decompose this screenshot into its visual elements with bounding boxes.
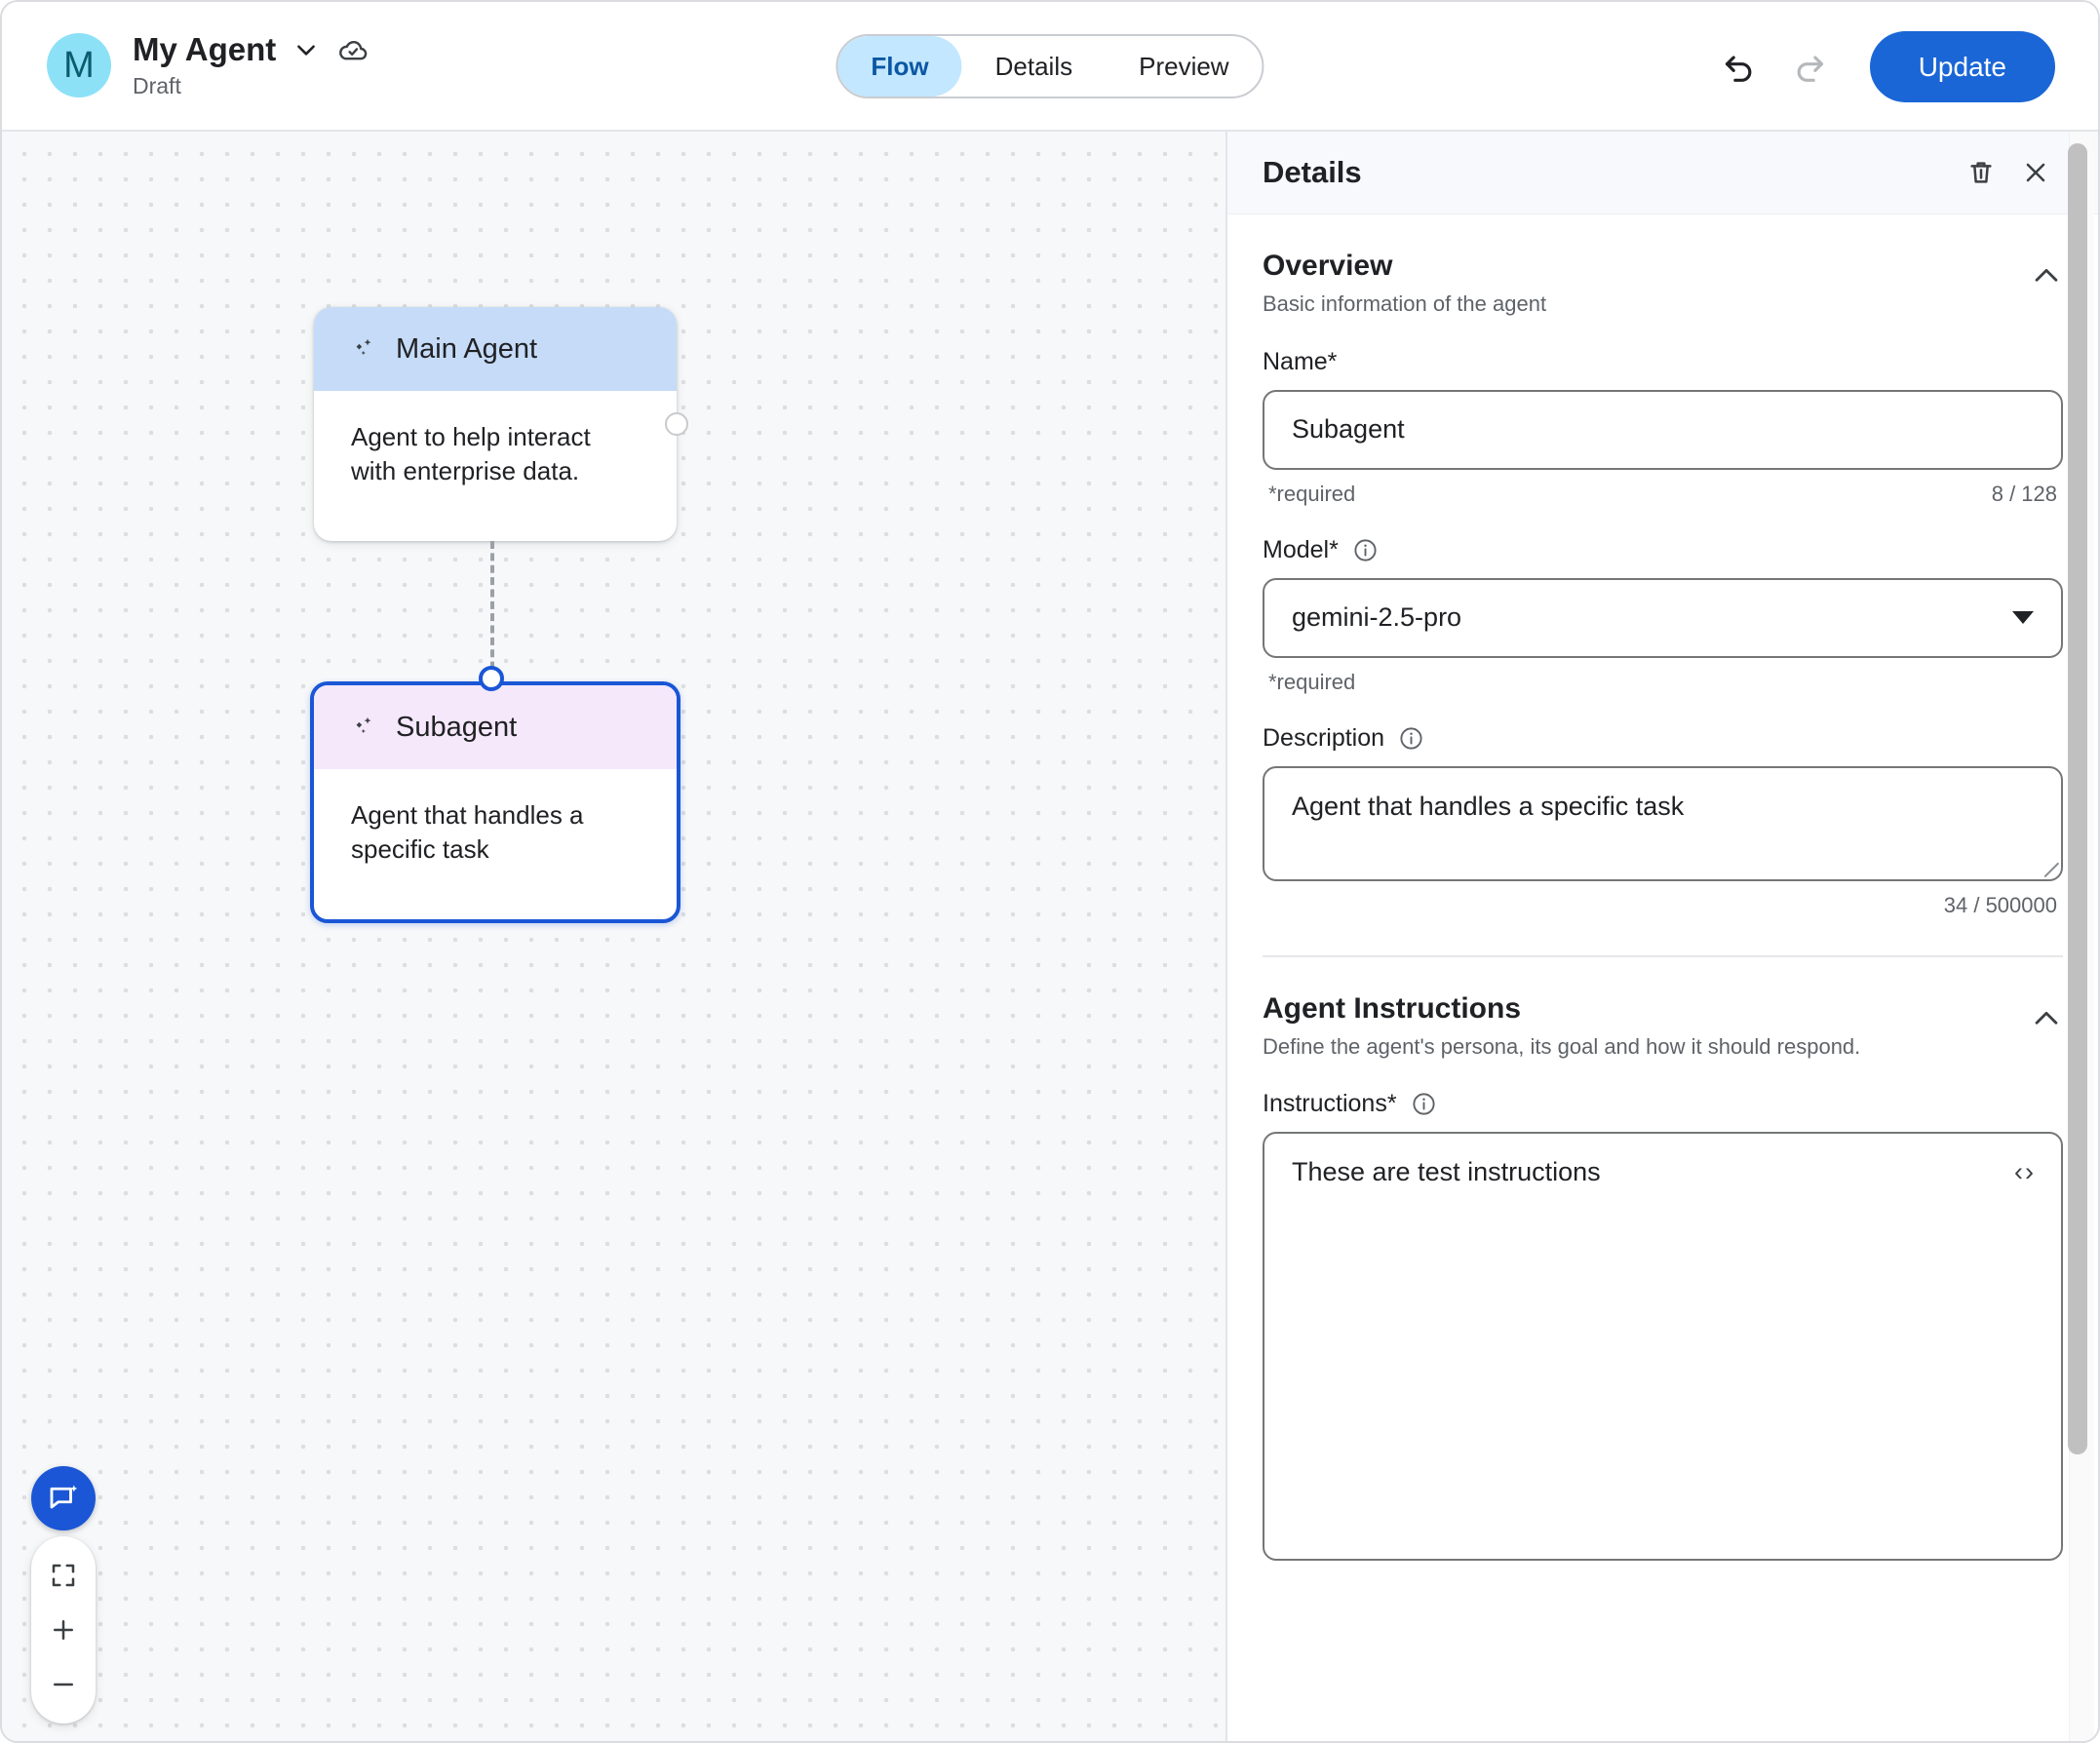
agent-identity: M My Agent Draft: [47, 30, 369, 99]
node-title: Main Agent: [396, 332, 538, 365]
assist-chat-button[interactable]: [31, 1466, 96, 1530]
info-icon[interactable]: [1398, 725, 1424, 752]
top-bar: M My Agent Draft Flo: [2, 2, 2098, 132]
sparkle-icon: [351, 335, 378, 363]
model-select[interactable]: gemini-2.5-pro: [1263, 577, 2063, 658]
panel-scrollbar-thumb[interactable]: [2068, 143, 2087, 1454]
chevron-down-icon: [2012, 611, 2034, 625]
zoom-controls: [31, 1536, 96, 1724]
agent-instructions-subtitle: Define the agent's persona, its goal and…: [1263, 1033, 1861, 1059]
overview-title: Overview: [1263, 250, 1393, 282]
instructions-field-group: Instructions* These are test instruction…: [1263, 1090, 2063, 1562]
minus-icon: [54, 1683, 73, 1686]
chevron-down-icon[interactable]: [293, 37, 319, 62]
zoom-out-button[interactable]: [37, 1658, 90, 1711]
node-port-subagent-top[interactable]: [479, 666, 504, 691]
details-panel-body: Overview Basic information of the agent …: [1227, 214, 2098, 1741]
node-description: Agent to help interact with enterprise d…: [351, 422, 591, 486]
agent-instructions-section: Agent Instructions Define the agent's pe…: [1227, 957, 2098, 1562]
undo-button[interactable]: [1704, 32, 1774, 102]
description-counter: 34 / 500000: [1943, 892, 2057, 917]
overview-subtitle: Basic information of the agent: [1263, 291, 1547, 316]
tab-details[interactable]: Details: [994, 51, 1073, 81]
model-field-group: Model* gemini-2.5-pro *required: [1263, 536, 2063, 695]
name-field-group: Name* Subagent *required 8 / 128: [1263, 348, 2063, 507]
node-description: Agent that handles a specific task: [351, 800, 584, 865]
resize-handle[interactable]: [2031, 849, 2060, 877]
view-tabs: Flow Details Preview: [836, 34, 1264, 98]
model-label-row: Model*: [1263, 536, 2063, 564]
name-counter: 8 / 128: [1991, 481, 2057, 506]
info-icon[interactable]: [1411, 1091, 1437, 1117]
node-port-main-right[interactable]: [665, 412, 688, 436]
chevron-up-icon[interactable]: [2030, 259, 2063, 292]
trash-icon: [1970, 162, 1992, 183]
details-panel: Details Overview Basic: [1225, 132, 2098, 1741]
top-bar-actions: Update: [1704, 2, 2055, 132]
close-icon: [2026, 163, 2045, 182]
chat-sparkle-icon: [50, 1485, 78, 1509]
description-value: Agent that handles a specific task: [1292, 791, 1685, 821]
code-brackets-icon[interactable]: ‹›: [2014, 1157, 2036, 1187]
details-panel-title: Details: [1263, 155, 1362, 189]
tab-preview[interactable]: Preview: [1139, 51, 1229, 81]
close-button[interactable]: [2008, 145, 2063, 200]
model-required-hint: *required: [1268, 669, 1356, 694]
instructions-textarea[interactable]: These are test instructions ‹›: [1263, 1132, 2063, 1562]
sparkle-icon: [351, 714, 378, 741]
name-input[interactable]: Subagent: [1263, 389, 2063, 470]
instructions-value: These are test instructions: [1292, 1157, 1601, 1187]
node-title: Subagent: [396, 711, 518, 743]
description-label-row: Description: [1263, 724, 2063, 753]
node-main-agent[interactable]: Main Agent Agent to help interact with e…: [314, 307, 677, 541]
name-required-hint: *required: [1268, 481, 1356, 506]
node-header: Subagent: [314, 685, 677, 769]
avatar: M: [47, 33, 111, 98]
update-button[interactable]: Update: [1869, 31, 2055, 102]
flow-edge-main-to-sub: [490, 541, 494, 681]
delete-button[interactable]: [1954, 145, 2008, 200]
chevron-up-icon[interactable]: [2030, 1002, 2063, 1035]
name-label: Name*: [1263, 347, 1338, 375]
fit-to-screen-button[interactable]: [37, 1549, 90, 1602]
tab-flow[interactable]: Flow: [837, 36, 962, 97]
zoom-in-button[interactable]: [37, 1604, 90, 1656]
page-title: My Agent: [133, 30, 277, 67]
redo-button[interactable]: [1774, 32, 1845, 102]
title-block: My Agent Draft: [133, 30, 369, 99]
info-icon[interactable]: [1352, 537, 1379, 563]
description-field-group: Description Agent that handles a specifi…: [1263, 724, 2063, 918]
section-divider: [1263, 954, 2063, 957]
overview-section: Overview Basic information of the agent …: [1227, 214, 2098, 918]
node-header: Main Agent: [314, 307, 677, 391]
agent-status: Draft: [133, 73, 181, 99]
fit-to-screen-icon: [52, 1564, 75, 1587]
description-label: Description: [1263, 723, 1385, 752]
agent-instructions-title: Agent Instructions: [1263, 991, 1522, 1025]
model-label: Model*: [1263, 535, 1339, 563]
node-subagent[interactable]: Subagent Agent that handles a specific t…: [310, 681, 681, 923]
instructions-label: Instructions*: [1263, 1090, 1397, 1118]
flow-canvas[interactable]: Main Agent Agent to help interact with e…: [2, 132, 1225, 1741]
instructions-label-row: Instructions*: [1263, 1090, 2063, 1118]
description-textarea[interactable]: Agent that handles a specific task: [1263, 765, 2063, 881]
cloud-saved-icon: [336, 33, 369, 66]
details-panel-header: Details: [1227, 132, 2098, 214]
model-select-value: gemini-2.5-pro: [1292, 602, 1462, 633]
plus-icon: [54, 1620, 73, 1640]
panel-scrollbar-track[interactable]: [2068, 132, 2094, 1741]
